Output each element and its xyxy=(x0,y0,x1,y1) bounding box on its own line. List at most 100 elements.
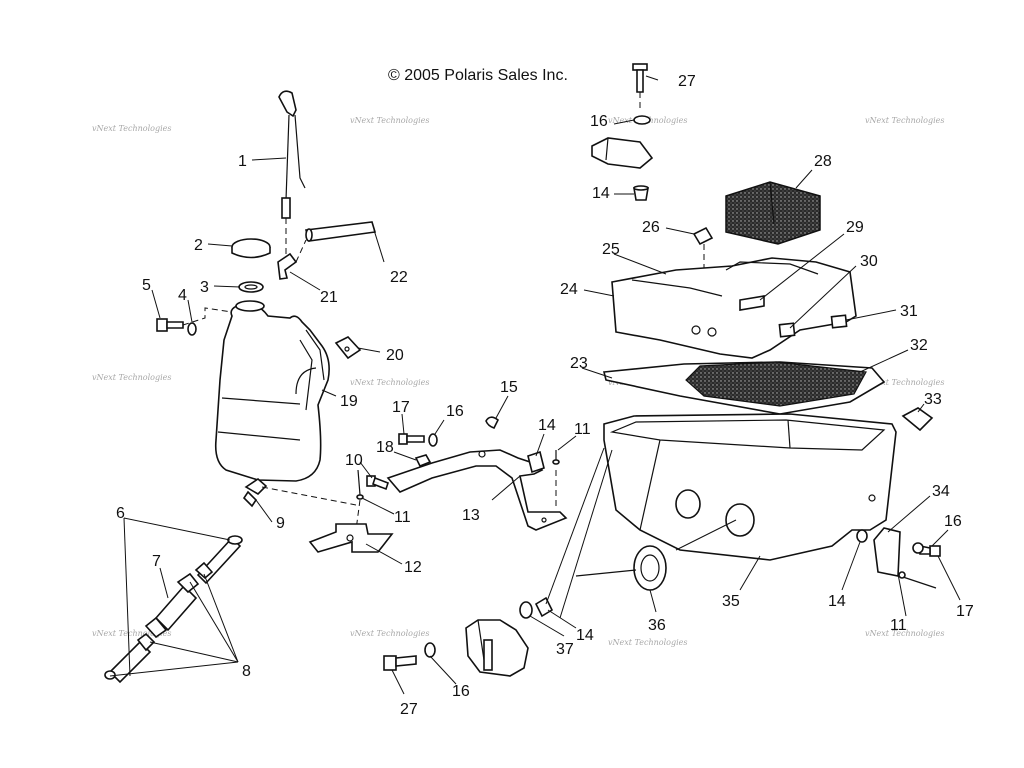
callout-15: 15 xyxy=(500,379,518,396)
petcock-part-9 xyxy=(242,477,357,508)
callout-14-bottom: 14 xyxy=(576,627,594,644)
clamp-part-33 xyxy=(901,407,934,432)
air-filter-part-28 xyxy=(725,181,821,245)
callout-20: 20 xyxy=(386,347,404,364)
callout-3: 3 xyxy=(200,279,209,296)
airbox-base-part-35 xyxy=(603,413,897,561)
washer-part-16-center xyxy=(428,433,438,447)
watermark: vNext Technologies xyxy=(865,378,944,387)
grommet-part-14-bottom xyxy=(534,596,554,618)
airbox-lid-part-24 xyxy=(611,257,857,359)
watermark: vNext Technologies xyxy=(865,116,944,125)
callout-27-top: 27 xyxy=(678,73,696,90)
callout-16-top: 16 xyxy=(590,113,608,130)
callout-14-center: 14 xyxy=(538,417,556,434)
callout-37: 37 xyxy=(556,641,574,658)
bolt-part-10 xyxy=(366,475,390,491)
callout-23: 23 xyxy=(570,355,588,372)
callout-17-right: 17 xyxy=(956,603,974,620)
callout-10: 10 xyxy=(345,452,363,469)
callout-5: 5 xyxy=(142,277,151,294)
washer-part-16-bottom xyxy=(424,642,436,658)
grommet-part-14-center xyxy=(527,450,545,474)
watermark: vNext Technologies xyxy=(865,629,944,638)
callout-16-bottom: 16 xyxy=(452,683,470,700)
washer-part-16-top xyxy=(633,115,651,125)
callout-27-bottom: 27 xyxy=(400,701,418,718)
callout-7: 7 xyxy=(152,553,161,570)
grommet-part-14-right xyxy=(856,529,868,543)
callout-9: 9 xyxy=(276,515,285,532)
callout-21: 21 xyxy=(320,289,338,306)
callout-14-right: 14 xyxy=(828,593,846,610)
callout-17-center: 17 xyxy=(392,399,410,416)
rivet-part-11-right xyxy=(898,571,937,589)
callout-2: 2 xyxy=(194,237,203,254)
watermark: vNext Technologies xyxy=(92,629,171,638)
seal-ring-part-3 xyxy=(238,281,264,293)
callout-36: 36 xyxy=(648,617,666,634)
rivet-part-11-center xyxy=(552,450,560,508)
callout-33: 33 xyxy=(924,391,942,408)
callout-6: 6 xyxy=(116,505,125,522)
callout-4: 4 xyxy=(178,287,187,304)
dipstick-part-1 xyxy=(278,90,306,258)
callout-34: 34 xyxy=(932,483,950,500)
callout-11-left: 11 xyxy=(394,509,411,526)
hose-fuel-filter-parts-6-7-8 xyxy=(104,535,243,684)
coupler-part-36 xyxy=(575,545,667,591)
nut-part-18 xyxy=(414,454,432,468)
bolt-part-5 xyxy=(156,307,233,332)
fuel-cap-part-2 xyxy=(231,238,271,259)
grommet-part-4 xyxy=(187,322,197,336)
callout-1: 1 xyxy=(238,153,247,170)
callout-30: 30 xyxy=(860,253,878,270)
callout-14-top: 14 xyxy=(592,185,610,202)
callout-29: 29 xyxy=(846,219,864,236)
screw-part-27-bottom xyxy=(383,655,417,671)
fitting-part-21 xyxy=(277,252,298,280)
watermark: vNext Technologies xyxy=(350,378,429,387)
bracket-part-13 xyxy=(386,449,568,531)
callout-8: 8 xyxy=(242,663,251,680)
callout-24: 24 xyxy=(560,281,578,298)
callout-labels: 1 2 3 4 5 6 7 8 9 10 11 11 11 12 13 14 1… xyxy=(116,73,974,718)
watermark: vNext Technologies xyxy=(92,124,171,133)
washer-part-16-right xyxy=(912,542,924,554)
callout-25: 25 xyxy=(602,241,620,258)
vent-hose-part-22 xyxy=(295,221,377,263)
watermark: vNext Technologies xyxy=(350,629,429,638)
copyright-text: © 2005 Polaris Sales Inc. xyxy=(388,67,568,84)
cover-part-16-top xyxy=(591,137,654,169)
callout-11-right: 11 xyxy=(890,617,907,634)
bracket-part-12 xyxy=(308,523,394,553)
callout-16-right: 16 xyxy=(944,513,962,530)
callout-26: 26 xyxy=(642,219,660,236)
callout-16-center: 16 xyxy=(446,403,464,420)
gasket-filter-part-32 xyxy=(602,361,886,415)
callout-13: 13 xyxy=(462,507,480,524)
leader-lines xyxy=(109,75,961,695)
bolt-part-17-center xyxy=(398,433,425,445)
bracket-part-34 xyxy=(873,527,901,577)
grommet-part-14-top xyxy=(633,185,649,201)
watermark: vNext Technologies xyxy=(92,373,171,382)
screw-part-27-top xyxy=(632,63,648,110)
watermark: vNext Technologies xyxy=(350,116,429,125)
motor-actuator xyxy=(465,619,529,677)
callout-35: 35 xyxy=(722,593,740,610)
clip-part-15 xyxy=(485,416,500,429)
callout-28: 28 xyxy=(814,153,832,170)
rivet-part-11-left xyxy=(355,469,364,531)
callout-32: 32 xyxy=(910,337,928,354)
callout-31: 31 xyxy=(900,303,918,320)
callout-19: 19 xyxy=(340,393,358,410)
watermark: vNext Technologies xyxy=(608,638,687,647)
callout-18: 18 xyxy=(376,439,394,456)
callout-11-center: 11 xyxy=(574,421,591,438)
fuel-tank-part-19 xyxy=(214,300,330,482)
callout-22: 22 xyxy=(390,269,408,286)
callout-12: 12 xyxy=(404,559,422,576)
bracket-part-20 xyxy=(334,336,362,360)
